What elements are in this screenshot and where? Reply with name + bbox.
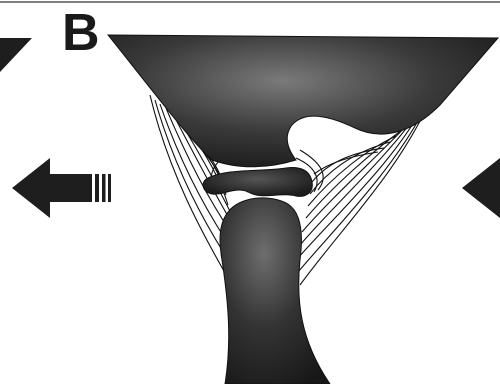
- upper-bone: [108, 35, 498, 167]
- arrow-left-icon: [12, 158, 111, 218]
- arrow-right-icon: [462, 158, 500, 218]
- articular-disc: [203, 168, 312, 197]
- panel-label: B: [62, 4, 100, 62]
- lower-bone: [220, 198, 330, 384]
- left-partial-shape: [0, 38, 32, 72]
